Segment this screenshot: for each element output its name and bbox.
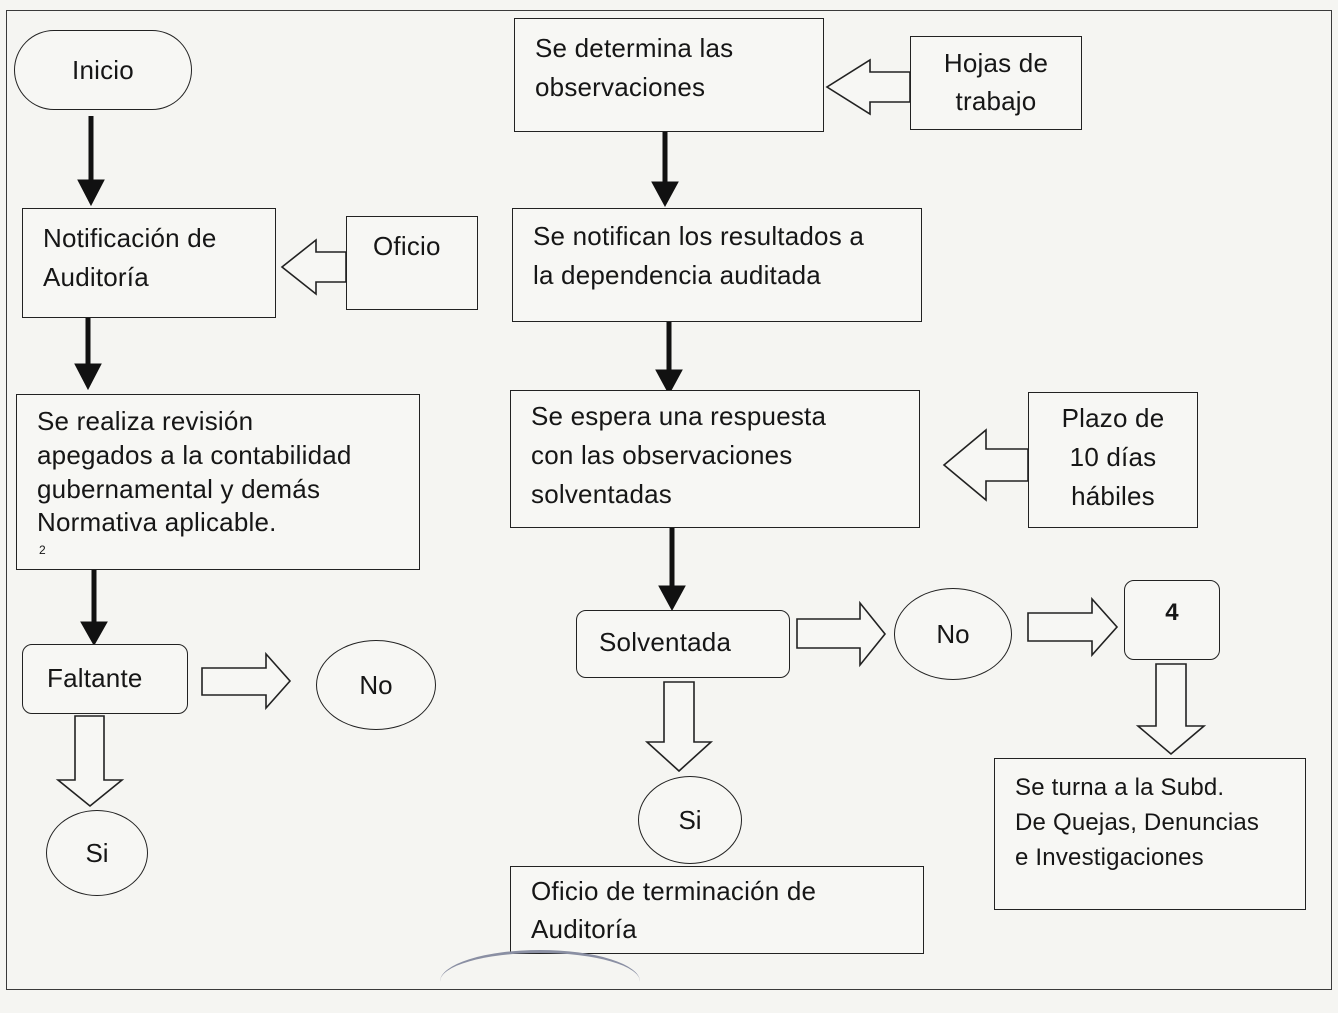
process-notificacion-line-2: Auditoría	[43, 262, 149, 292]
outcome-no-right-label: No	[936, 618, 970, 649]
connector-4-label: 4	[1165, 599, 1179, 626]
hollow-arrow-no-cuatro	[1027, 596, 1119, 658]
input-oficio-label: Oficio	[373, 231, 441, 261]
hollow-arrow-plazo	[942, 428, 1029, 502]
outcome-si-left: Si	[46, 810, 148, 896]
outcome-no-left-label: No	[359, 669, 393, 700]
process-terminacion-line-1: Oficio de terminación de	[531, 876, 817, 906]
hollow-arrow-solventada-si	[644, 681, 714, 773]
process-terminacion-line-2: Auditoría	[531, 913, 637, 944]
process-revision-line-4: Normativa aplicable.	[37, 507, 277, 538]
process-espera-line-3: solventadas	[531, 479, 672, 509]
process-determina-line-1: Se determina las	[535, 33, 734, 63]
process-determina: Se determina las observaciones	[514, 18, 824, 132]
connector-4: 4	[1124, 580, 1220, 660]
input-plazo-line-1: Plazo de	[1061, 403, 1165, 433]
process-turna-line-3: e Investigaciones	[1015, 843, 1204, 871]
hollow-arrow-cuatro-turna	[1135, 663, 1207, 756]
solid-arrow-revision-faltante	[80, 562, 108, 647]
stamp-seal-edge	[440, 950, 640, 1013]
start-terminal: Inicio	[14, 30, 192, 110]
outcome-no-left: No	[316, 640, 436, 730]
hollow-arrow-oficio	[280, 238, 347, 296]
connector-layer	[55, 58, 1207, 808]
outcome-si-center: Si	[638, 776, 742, 864]
process-revision-line-1: Se realiza revisión	[37, 406, 254, 436]
decision-solventada: Solventada	[576, 610, 790, 678]
solid-arrow-determina-notifican	[651, 132, 679, 208]
process-terminacion: Oficio de terminación de Auditoría	[510, 866, 924, 954]
input-plazo: Plazo de 10 días hábiles	[1028, 392, 1198, 528]
process-revision-line-3: gubernamental y demás	[37, 473, 321, 504]
process-turna-line-2: De Quejas, Denuncias	[1015, 808, 1260, 836]
start-label: Inicio	[72, 54, 134, 85]
outcome-si-center-label: Si	[678, 804, 702, 835]
hollow-arrow-solventada-no	[796, 600, 887, 668]
input-plazo-line-3: hábiles	[1071, 481, 1155, 511]
process-turna: Se turna a la Subd. De Quejas, Denuncias…	[994, 758, 1306, 910]
outcome-no-right: No	[894, 588, 1012, 680]
process-espera-line-2: con las observaciones	[531, 440, 793, 470]
outcome-si-left-label: Si	[85, 837, 109, 868]
input-hojas: Hojas de trabajo	[910, 36, 1082, 130]
process-notificacion-line-1: Notificación de	[43, 223, 217, 253]
solid-arrow-espera-solventada	[658, 525, 686, 612]
hollow-arrow-faltante-si	[55, 715, 125, 808]
process-revision-line-2: apegados a la contabilidad	[37, 439, 352, 470]
hollow-arrow-hojas	[825, 58, 911, 116]
process-notifican: Se notifican los resultados a la depende…	[512, 208, 922, 322]
decision-faltante-label: Faltante	[47, 663, 143, 693]
decision-solventada-label: Solventada	[599, 627, 732, 657]
input-plazo-line-2: 10 días	[1069, 442, 1157, 472]
decision-faltante: Faltante	[22, 644, 188, 714]
footnote-marker: 2	[39, 543, 46, 557]
process-notifican-line-2: la dependencia auditada	[533, 260, 821, 290]
process-espera-line-1: Se espera una respuesta	[531, 401, 827, 431]
process-notifican-line-1: Se notifican los resultados a	[533, 221, 864, 251]
process-determina-line-2: observaciones	[535, 72, 706, 102]
input-hojas-line-2: trabajo	[955, 85, 1037, 116]
process-revision: Se realiza revisión apegados a la contab…	[16, 394, 420, 570]
solid-arrow-inicio-notificacion	[77, 116, 105, 207]
input-oficio: Oficio	[346, 216, 478, 310]
process-notificacion: Notificación de Auditoría	[22, 208, 276, 318]
hollow-arrow-faltante-no	[201, 651, 292, 711]
process-espera: Se espera una respuesta con las observac…	[510, 390, 920, 528]
input-hojas-line-1: Hojas de	[943, 48, 1049, 78]
process-turna-line-1: Se turna a la Subd.	[1015, 774, 1225, 801]
